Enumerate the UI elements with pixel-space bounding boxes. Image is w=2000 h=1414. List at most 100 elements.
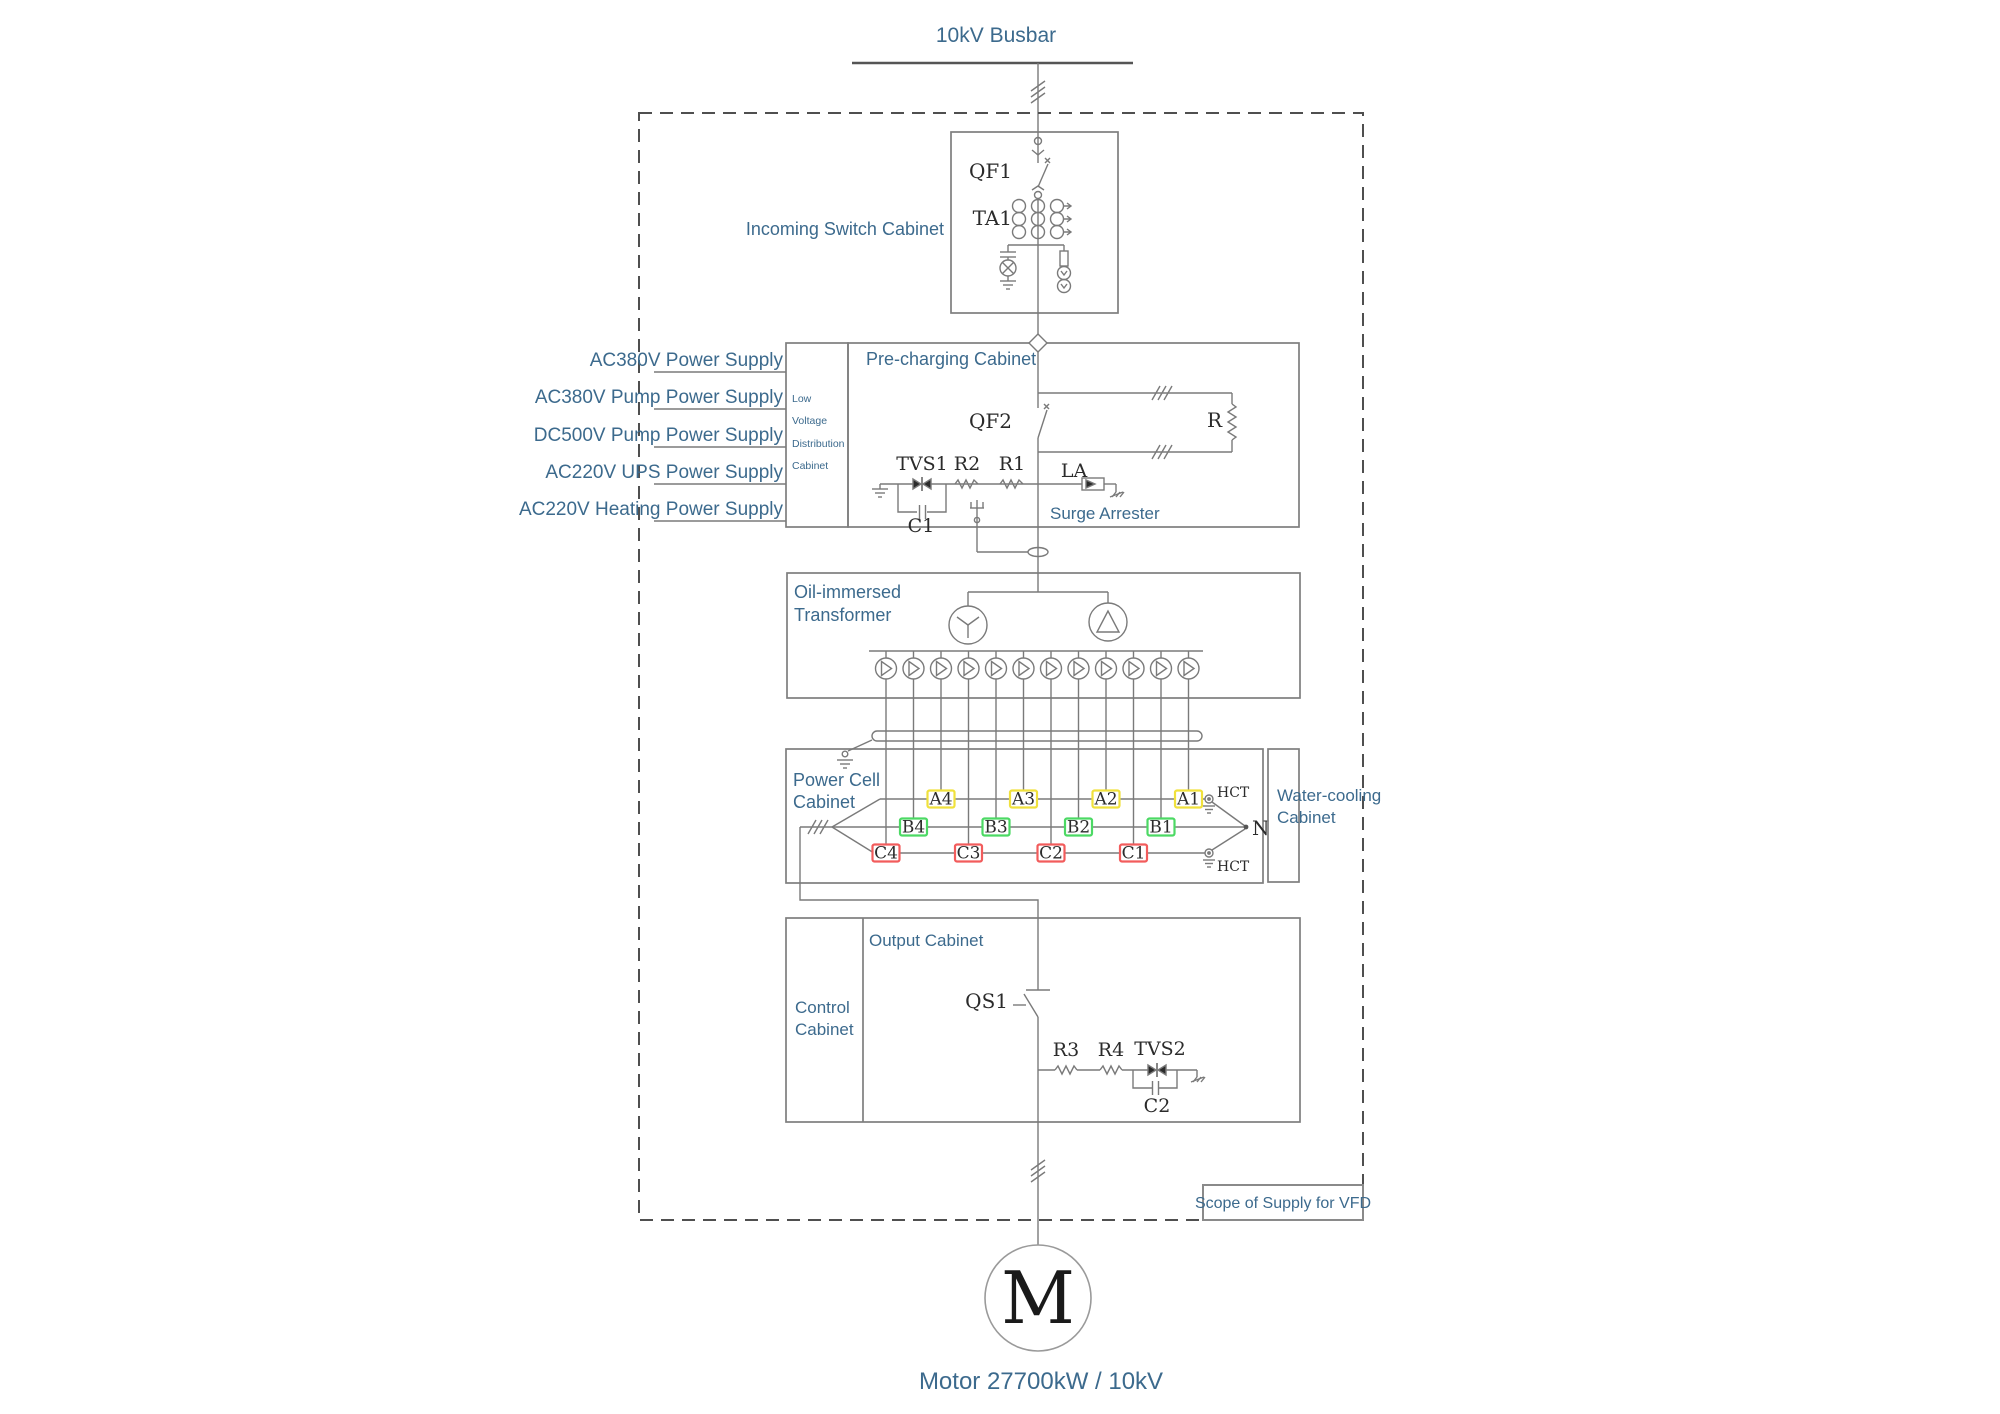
c1-label: C1 xyxy=(908,515,935,537)
cell-c2-label: C2 xyxy=(1039,844,1063,864)
scope-of-supply-border xyxy=(638,112,1364,1221)
hct-top-label: HCT xyxy=(1217,785,1250,801)
tvs1-label: TVS1 xyxy=(896,453,948,475)
hct-bottom-icon xyxy=(1203,828,1246,868)
drawout-contact-bottom-icon xyxy=(1031,185,1045,200)
scope-label-box xyxy=(1202,1184,1364,1221)
winding-icon xyxy=(1155,660,1168,677)
delta-winding-icon xyxy=(1088,602,1128,642)
hct-bottom-label: HCT xyxy=(1217,859,1250,875)
control-cabinet-label-2: Cabinet xyxy=(795,1020,854,1039)
hct-top-icon xyxy=(1203,794,1246,827)
qs1-label: QS1 xyxy=(965,989,1008,1013)
bypass-resistor-label: R xyxy=(1207,408,1223,432)
precharging-cabinet-box xyxy=(847,342,1300,528)
output-cabinet-label: Output Cabinet xyxy=(869,931,984,950)
winding-icon xyxy=(1018,660,1031,677)
r2-label: R2 xyxy=(954,453,980,475)
resistor-r-icon xyxy=(1226,403,1238,441)
snubber-branch-1 xyxy=(872,477,1038,519)
water-cooling-label-2: Cabinet xyxy=(1277,808,1336,827)
secondary-winding-icon xyxy=(929,657,953,680)
cell-b2-label: B2 xyxy=(1067,818,1090,838)
cell-b4: B4 xyxy=(898,817,929,838)
secondary-winding-icon xyxy=(1177,657,1200,680)
power-cells: A4 A3 A2 A1 B4 B3 B2 B1 C4 C3 C2 C1 xyxy=(871,789,1204,864)
qf1-breaker-icon xyxy=(1037,157,1051,188)
cell-c3-label: C3 xyxy=(957,844,981,864)
incoming-switch-cabinet-box xyxy=(950,131,1119,314)
winding-icon xyxy=(908,660,921,677)
supply-label-3: DC500V Pump Power Supply xyxy=(534,425,784,446)
three-phase-slashes-busbar xyxy=(1030,80,1046,104)
secondary-winding-icon xyxy=(1149,657,1173,680)
transformer-label-2: Transformer xyxy=(794,605,891,625)
cell-c3: C3 xyxy=(953,843,984,864)
cell-c1: C1 xyxy=(1118,843,1149,864)
motor-circle xyxy=(984,1244,1092,1352)
precharging-cabinet-label: Pre-charging Cabinet xyxy=(866,349,1036,369)
la-arrester-icon xyxy=(1038,477,1125,498)
winding-icon xyxy=(880,660,893,677)
meter-icon xyxy=(1056,278,1072,294)
supply-label-5: AC220V Heating Power Supply xyxy=(519,499,784,520)
la-label: LA xyxy=(1061,460,1088,482)
cell-c4: C4 xyxy=(871,843,901,864)
transformer-primary xyxy=(869,573,1203,652)
control-cabinet-label-1: Control xyxy=(795,998,850,1017)
winding-icon xyxy=(1100,660,1113,677)
cable-duct-icon xyxy=(837,730,1203,769)
neutral-node xyxy=(1243,824,1249,830)
meter-icon xyxy=(1056,265,1072,281)
qf1-label: QF1 xyxy=(969,159,1012,183)
power-cell-label-1: Power Cell xyxy=(793,770,880,790)
cell-a2-label: A2 xyxy=(1093,790,1117,810)
secondary-winding-icon xyxy=(1067,657,1090,680)
cell-c1-label: C1 xyxy=(1122,844,1146,864)
secondary-winding-icon xyxy=(1122,657,1145,680)
star-winding-icon xyxy=(948,605,988,645)
secondary-winding-icon xyxy=(957,657,980,680)
precharge-bypass-loop xyxy=(1038,385,1238,460)
cell-b2: B2 xyxy=(1063,817,1094,838)
metering-branch xyxy=(999,244,1072,294)
tvs1-icon xyxy=(912,477,923,491)
winding-icon xyxy=(1045,660,1058,677)
secondary-winding-icon xyxy=(1012,657,1035,680)
cell-b3: B3 xyxy=(981,817,1011,838)
resistor-r4-icon xyxy=(1099,1064,1123,1076)
qf2-breaker-icon xyxy=(1037,403,1050,439)
incoming-switch-cabinet-label: Incoming Switch Cabinet xyxy=(746,219,944,239)
qf2-label: QF2 xyxy=(969,409,1012,433)
r4-label: R4 xyxy=(1098,1039,1124,1061)
three-phase-slashes-output xyxy=(1030,1159,1046,1183)
winding-icon xyxy=(1128,660,1141,677)
supply-feeders: AC380V Power Supply AC380V Pump Power Su… xyxy=(519,350,786,522)
cell-b4-label: B4 xyxy=(902,818,925,838)
winding-icon xyxy=(1183,660,1196,677)
secondary-windings xyxy=(874,651,1200,845)
secondary-winding-icon xyxy=(984,657,1008,680)
lv-cabinet-label: Low Voltage Distribution Cabinet xyxy=(792,393,845,472)
cell-c2: C2 xyxy=(1036,843,1066,864)
secondary-winding-icon xyxy=(902,657,925,680)
transformer-box xyxy=(786,572,1301,699)
cell-a3-label: A3 xyxy=(1011,790,1035,810)
resistor-r3-icon xyxy=(1054,1064,1078,1076)
lv-line-4: Cabinet xyxy=(792,460,828,472)
r3-label: R3 xyxy=(1053,1039,1079,1061)
water-cooling-label-1: Water-cooling xyxy=(1277,786,1381,805)
winding-icon xyxy=(990,660,1003,677)
tvs2-icon xyxy=(1147,1063,1158,1077)
surge-arrester-label: Surge Arrester xyxy=(1050,504,1160,523)
fuse-icon xyxy=(1059,250,1069,267)
neutral-label: N xyxy=(1252,816,1270,840)
cell-a1-label: A1 xyxy=(1176,790,1200,810)
output-cabinet-box xyxy=(785,917,1301,1123)
supply-label-1: AC380V Power Supply xyxy=(590,350,784,371)
cell-a2: A2 xyxy=(1091,789,1121,810)
lv-line-1: Low xyxy=(792,393,812,405)
cell-a4: A4 xyxy=(926,789,956,810)
